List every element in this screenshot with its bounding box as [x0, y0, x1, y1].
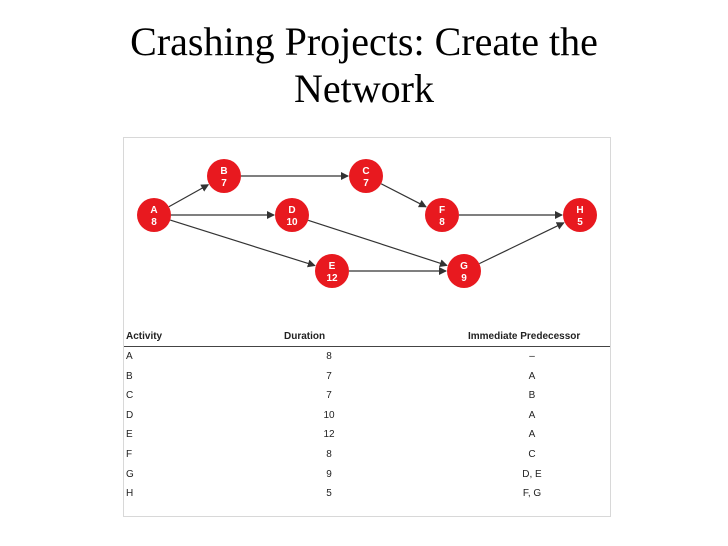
cell-activity: D — [126, 409, 134, 421]
cell-predecessor: A — [528, 370, 536, 382]
cell-predecessor: F, G — [522, 488, 542, 500]
cell-duration: 7 — [326, 370, 332, 382]
node-duration: 8 — [439, 217, 445, 228]
node-letter: C — [362, 166, 369, 177]
cell-activity: B — [126, 370, 133, 382]
node-letter: G — [460, 261, 468, 272]
table-row: C 7 B — [124, 386, 610, 406]
node-duration: 7 — [363, 178, 369, 189]
cell-duration: 7 — [326, 390, 332, 402]
node-letter: H — [576, 205, 583, 216]
cell-activity: G — [126, 468, 134, 480]
edge-G-H — [479, 222, 565, 265]
cell-duration: 8 — [326, 448, 332, 460]
node-letter: A — [150, 205, 157, 216]
node-circle — [137, 198, 171, 232]
node-E: E12 — [315, 254, 349, 288]
node-duration: 12 — [326, 273, 338, 284]
edge-D-G — [307, 219, 448, 268]
node-circle — [447, 254, 481, 288]
node-duration: 8 — [151, 217, 157, 228]
table-row: D 10 A — [124, 406, 610, 426]
cell-duration: 8 — [326, 351, 332, 362]
node-letter: E — [329, 261, 336, 272]
cell-activity: F — [126, 448, 133, 460]
node-D: D10 — [275, 198, 309, 232]
table-header: Activity Duration Immediate Predecessor — [124, 328, 610, 347]
cell-predecessor: A — [528, 409, 536, 421]
cell-activity: C — [126, 390, 134, 402]
cell-predecessor: – — [529, 351, 535, 362]
activity-table: Activity Duration Immediate Predecessor … — [124, 328, 610, 504]
cell-predecessor: A — [528, 429, 536, 441]
node-H: H5 — [563, 198, 597, 232]
table-row: A 8 – — [124, 347, 610, 367]
node-B: B7 — [207, 159, 241, 193]
cell-activity: A — [126, 351, 133, 362]
node-F: F8 — [425, 198, 459, 232]
table-row: E 12 A — [124, 425, 610, 445]
cell-predecessor: B — [528, 390, 536, 402]
node-G: G9 — [447, 254, 481, 288]
edge-C-F — [380, 183, 427, 208]
cell-duration: 5 — [326, 488, 332, 500]
node-circle — [349, 159, 383, 193]
header-predecessor: Immediate Predecessor — [468, 331, 581, 342]
cell-duration: 12 — [323, 429, 335, 441]
node-duration: 5 — [577, 217, 583, 228]
slide-title: Crashing Projects: Create the Network — [0, 18, 728, 112]
node-A: A8 — [137, 198, 171, 232]
table-row: F 8 C — [124, 445, 610, 465]
cell-activity: H — [126, 488, 134, 500]
slide-title-line-1: Crashing Projects: Create the — [130, 19, 598, 64]
node-C: C7 — [349, 159, 383, 193]
edge-A-E — [170, 219, 316, 268]
cell-activity: E — [126, 429, 133, 441]
node-duration: 10 — [286, 217, 298, 228]
node-circle — [425, 198, 459, 232]
header-duration: Duration — [284, 331, 326, 342]
node-circle — [275, 198, 309, 232]
cell-predecessor: D, E — [522, 468, 542, 480]
node-duration: 7 — [221, 178, 227, 189]
table-row: B 7 A — [124, 367, 610, 387]
node-duration: 9 — [461, 273, 467, 284]
cell-duration: 9 — [326, 468, 332, 480]
node-letter: B — [220, 166, 227, 177]
table-row: G 9 D, E — [124, 465, 610, 485]
node-letter: F — [439, 205, 445, 216]
table-row: H 5 F, G — [124, 484, 610, 504]
node-circle — [563, 198, 597, 232]
node-letter: D — [288, 205, 295, 216]
edge-A-B — [168, 184, 210, 208]
node-circle — [207, 159, 241, 193]
header-activity: Activity — [126, 331, 163, 342]
cell-predecessor: C — [528, 448, 536, 460]
cell-duration: 10 — [323, 409, 335, 421]
node-circle — [315, 254, 349, 288]
slide-title-line-2: Network — [294, 66, 434, 111]
